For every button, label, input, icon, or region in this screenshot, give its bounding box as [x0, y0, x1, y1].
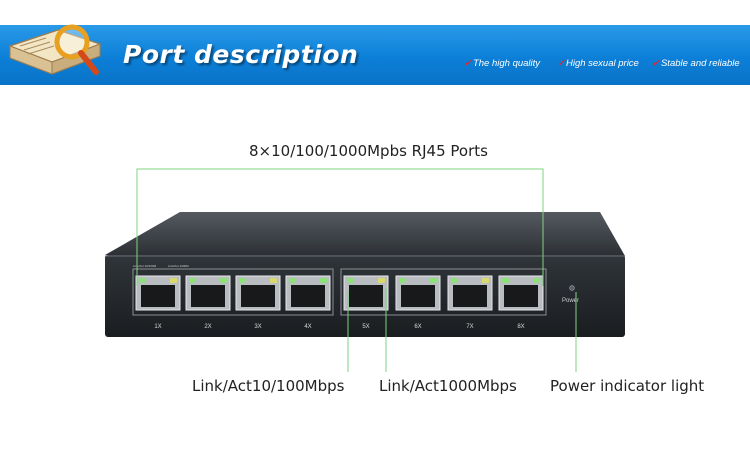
port-number-label: 4X	[304, 324, 311, 330]
ports-annotation: 8×10/100/1000Mpbs RJ45 Ports	[249, 142, 488, 160]
link-led	[189, 278, 196, 283]
port-number-label: 5X	[362, 324, 369, 330]
port-row: 1X 2X 3X 4X 5X 6X 7X 8X	[135, 275, 544, 330]
port-number-label: 7X	[466, 324, 473, 330]
act-led	[482, 278, 489, 283]
led-legend-100: Link/Act 10/100M	[133, 264, 157, 268]
feature-tag-quality: ✓The high quality	[464, 58, 540, 69]
link-act-100-annotation: Link/Act10/100Mbps	[192, 377, 345, 395]
feature-tag-text: High sexual price	[565, 58, 639, 69]
act-led	[220, 278, 227, 283]
feature-tag-text: The high quality	[472, 58, 541, 69]
check-icon: ✓	[464, 58, 472, 69]
check-icon: ✓	[652, 58, 660, 69]
rj45-port: 3X	[235, 275, 281, 330]
power-led	[569, 285, 575, 291]
act-led	[270, 278, 277, 283]
power-label: Power	[562, 298, 579, 304]
act-led	[533, 278, 540, 283]
rj45-port: 5X	[343, 275, 389, 330]
act-led	[320, 278, 327, 283]
link-led	[347, 278, 354, 283]
power-annotation: Power indicator light	[550, 377, 705, 395]
switch-top	[105, 212, 625, 256]
port-number-label: 6X	[414, 324, 421, 330]
link-led	[451, 278, 458, 283]
link-led	[399, 278, 406, 283]
link-led	[289, 278, 296, 283]
rj45-port: 2X	[185, 275, 231, 330]
leader-lines	[136, 168, 577, 372]
act-led	[430, 278, 437, 283]
check-icon: ✓	[557, 58, 565, 69]
act-led	[170, 278, 177, 283]
header-banner	[0, 25, 750, 85]
link-led	[502, 278, 509, 283]
port-number-label: 8X	[517, 324, 524, 330]
rj45-port: 6X	[395, 275, 441, 330]
rj45-port: 7X	[447, 275, 493, 330]
feature-tag-price: ✓High sexual price	[557, 58, 639, 69]
port-number-label: 1X	[154, 324, 161, 330]
led-legend-1000: Link/Act 1000M	[168, 264, 189, 268]
rj45-port: 8X	[498, 275, 544, 330]
rj45-port: 4X	[285, 275, 331, 330]
rj45-port: 1X	[135, 275, 181, 330]
link-led	[139, 278, 146, 283]
port-number-label: 3X	[254, 324, 261, 330]
book-magnifier-icon	[8, 24, 102, 75]
link-act-1000-annotation: Link/Act1000Mbps	[379, 377, 517, 395]
act-led	[378, 278, 385, 283]
feature-tag-reliable: ✓Stable and reliable	[652, 58, 740, 69]
feature-tag-text: Stable and reliable	[660, 58, 740, 69]
link-led	[239, 278, 246, 283]
port-number-label: 2X	[204, 324, 211, 330]
page-title: Port description	[123, 40, 359, 69]
